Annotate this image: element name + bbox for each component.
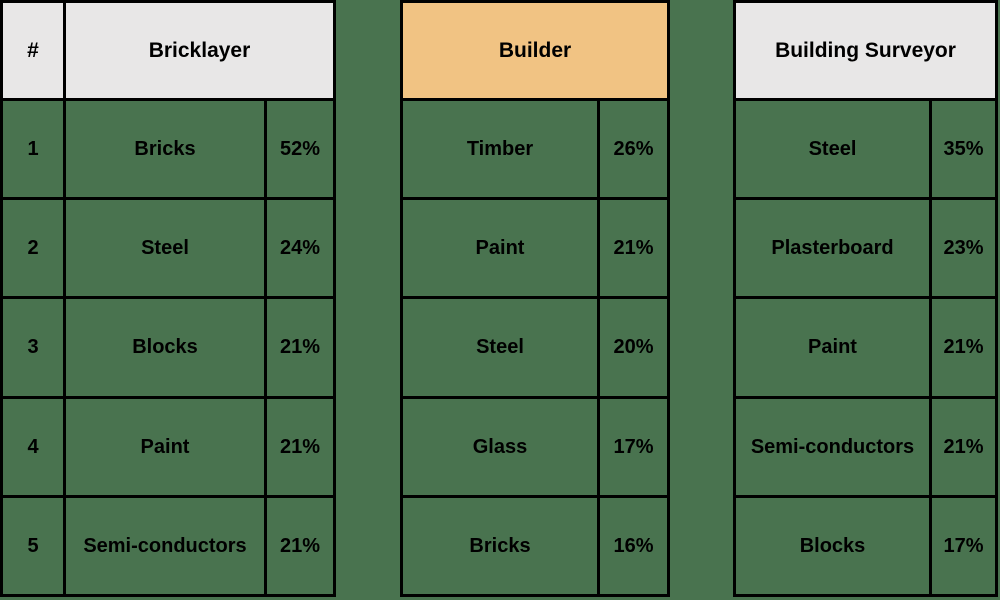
material-cell: Steel [736,101,929,198]
material-cell: Paint [736,299,929,396]
material-cell: Timber [403,101,597,198]
rank-cell: 4 [3,398,63,495]
percent-cell: 21% [267,299,333,396]
percent-cell: 24% [267,200,333,297]
rank-cell: 2 [3,200,63,297]
percent-cell: 17% [600,398,667,495]
percent-cell: 21% [600,200,667,297]
material-cell: Paint [403,200,597,297]
material-cell: Blocks [66,299,264,396]
percent-cell: 21% [267,497,333,594]
rank-header-cell: # [3,3,63,98]
percent-cell: 16% [600,497,667,594]
material-cell: Bricks [403,497,597,594]
material-cell: Steel [66,200,264,297]
material-cell: Bricks [66,101,264,198]
percent-cell: 23% [932,200,995,297]
table-builder: Builder Timber 26% Paint 21% Steel 20% G… [400,0,670,597]
percent-cell: 21% [932,299,995,396]
percent-cell: 21% [267,398,333,495]
rank-cell: 1 [3,101,63,198]
table-title-bricklayer: Bricklayer [66,3,333,98]
material-cell: Blocks [736,497,929,594]
rank-cell: 3 [3,299,63,396]
material-cell: Semi-conductors [66,497,264,594]
material-cell: Glass [403,398,597,495]
table-title-builder: Builder [403,3,667,98]
percent-cell: 26% [600,101,667,198]
table-building-surveyor: Building Surveyor Steel 35% Plasterboard… [733,0,998,597]
table-title-building-surveyor: Building Surveyor [736,3,995,98]
percent-cell: 17% [932,497,995,594]
table-bricklayer: # Bricklayer 1 Bricks 52% 2 Steel 24% 3 … [0,0,336,597]
material-cell: Paint [66,398,264,495]
percent-cell: 21% [932,398,995,495]
rank-cell: 5 [3,497,63,594]
material-cell: Steel [403,299,597,396]
material-cell: Plasterboard [736,200,929,297]
material-cell: Semi-conductors [736,398,929,495]
percent-cell: 35% [932,101,995,198]
percent-cell: 20% [600,299,667,396]
percent-cell: 52% [267,101,333,198]
